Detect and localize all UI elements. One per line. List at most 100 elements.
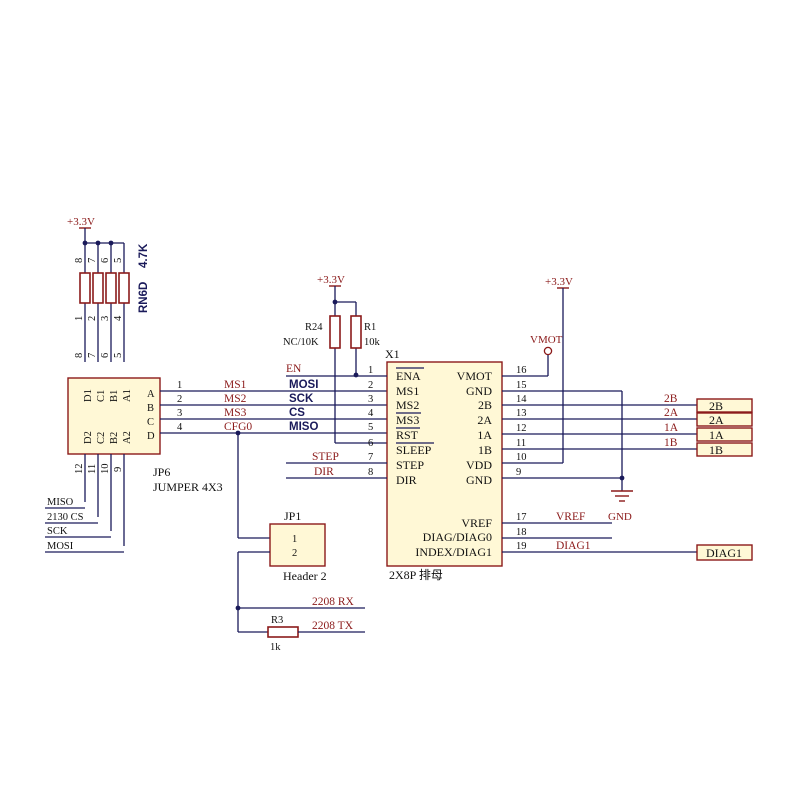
vcc-label: +3.3V (545, 276, 573, 288)
pin-number: 10 (100, 464, 111, 475)
pin-number: 12 (74, 464, 85, 475)
pin-number: 3 (368, 394, 373, 405)
pin-number: 12 (516, 423, 527, 434)
net-label-miso: MISO (289, 421, 318, 433)
x1-pin-name: MS3 (396, 413, 419, 427)
r3-designator: R3 (271, 615, 283, 626)
x1-pin-name: 2B (478, 398, 492, 412)
port-label: DIAG1 (706, 546, 742, 560)
x1-pin-name: RST (396, 428, 419, 442)
port-1a (696, 427, 753, 442)
jp6-side-label: B (147, 403, 154, 414)
jp6-row1-label: C1 (96, 390, 107, 402)
pin-number: 19 (516, 541, 527, 552)
net-label-1a: 1A (664, 422, 679, 434)
r3-body (267, 626, 299, 638)
r24-body (329, 315, 341, 349)
net-label-rx: 2208 RX (312, 596, 355, 608)
gnd-icon (611, 490, 633, 502)
r24-designator: R24 (305, 322, 323, 333)
rn6d-value: 4.7K (138, 243, 150, 268)
net-label-cs: CS (289, 407, 305, 419)
port-label: 2A (709, 413, 724, 427)
net-label-ms3: MS3 (224, 407, 247, 419)
jp1-value: Header 2 (283, 569, 327, 583)
jp6-designator: JP6 (153, 465, 170, 479)
pin-number: 9 (113, 467, 124, 472)
net-label-sck: SCK (289, 393, 314, 405)
x1-pin-name: STEP (396, 458, 424, 472)
pin-number: 2 (368, 380, 373, 391)
vcc-label: +3.3V (67, 216, 95, 228)
pin-number: 7 (368, 452, 373, 463)
pin-number: 3 (177, 408, 182, 419)
pin-number: 8 (74, 353, 85, 358)
x1-pin-name: GND (466, 473, 492, 487)
jp1-header: JP1 1 2 Header 2 (235, 509, 327, 632)
pin-number: 2 (177, 394, 182, 405)
jp6-jumper: 8 7 6 5 D1 C1 B1 A1 D2 C2 B2 A2 A B C D … (45, 353, 223, 553)
pin-number: 11 (87, 464, 98, 474)
pin-number: 10 (516, 452, 527, 463)
jp6-row2-label: D2 (83, 431, 94, 444)
pin-number: 16 (516, 365, 527, 376)
x1-pin-name: 1A (477, 428, 492, 442)
net-label-miso: MISO (47, 497, 74, 508)
pin-number: 1 (368, 365, 373, 376)
pin-number: 6 (100, 258, 111, 263)
net-label-sck: SCK (47, 526, 68, 537)
net-label-cs: 2130 CS (47, 512, 84, 523)
x1-pin-name: 1B (478, 443, 492, 457)
rn6d-resistor (105, 272, 117, 304)
x1-designator: X1 (385, 347, 400, 361)
vmot-label: VMOT (530, 334, 563, 346)
vmot-symbol: VMOT 16 (502, 334, 563, 377)
net-label-1b: 1B (664, 437, 678, 449)
pin-number: 8 (368, 467, 373, 478)
pin-number: 6 (100, 353, 111, 358)
vcc-symbol-rn6d: +3.3V (67, 216, 124, 246)
pin-number: 11 (516, 438, 526, 449)
jp1-designator: JP1 (284, 509, 301, 523)
x1-pin-name: VMOT (457, 369, 493, 383)
jp6-row2-label: B2 (109, 432, 120, 444)
r24-value: NC/10K (283, 337, 319, 348)
x1-pin-name: GND (466, 384, 492, 398)
jp6-body (67, 377, 161, 455)
x1-pin-name: SLEEP (396, 443, 432, 457)
x1-body (386, 361, 503, 567)
net-label-ms2: MS2 (224, 393, 247, 405)
jp6-side-label: C (147, 417, 154, 428)
rn6d-resistor (118, 272, 130, 304)
pin-number: 18 (516, 527, 527, 538)
jp6-side-label: A (147, 389, 155, 400)
pin-number: 5 (368, 422, 373, 433)
x1-pin-name: DIR (396, 473, 417, 487)
port-1b (696, 442, 753, 457)
x1-pin-name: VREF (461, 516, 492, 530)
pin-number: 8 (74, 258, 85, 263)
uart-wiring: 2208 RX R3 1k 2208 TX (238, 596, 365, 653)
port-label: 2B (709, 399, 723, 413)
pin-number: 17 (516, 512, 527, 523)
net-label-mosi: MOSI (47, 541, 74, 552)
x1-pin-name: VDD (466, 458, 492, 472)
pin-number: 1 (74, 316, 85, 321)
rn6d-resistor (92, 272, 104, 304)
x1-pin-name: 2A (477, 413, 492, 427)
vcc-label: +3.3V (317, 274, 345, 286)
motor-output-wires: 14 13 12 11 2B 2A 1A 1B (502, 393, 697, 450)
pin-number: 2 (87, 316, 98, 321)
jp6-row2-label: A2 (122, 431, 133, 444)
x1-pin-name: ENA (396, 369, 421, 383)
jp6-row2-label: C2 (96, 432, 107, 444)
jp6-to-x1-wires: 1 2 3 4 MS1 MS2 MS3 CFG0 (160, 379, 387, 539)
jp6-row1-label: B1 (109, 390, 120, 402)
r24-resistor: R24 NC/10K (283, 302, 387, 444)
port-2a (696, 412, 753, 427)
r1-resistor: R1 10k (350, 302, 381, 378)
net-label-ms1: MS1 (224, 379, 247, 391)
net-label-mosi: MOSI (289, 379, 318, 391)
pin-number: 4 (368, 408, 374, 419)
pin-number: 5 (113, 353, 124, 358)
